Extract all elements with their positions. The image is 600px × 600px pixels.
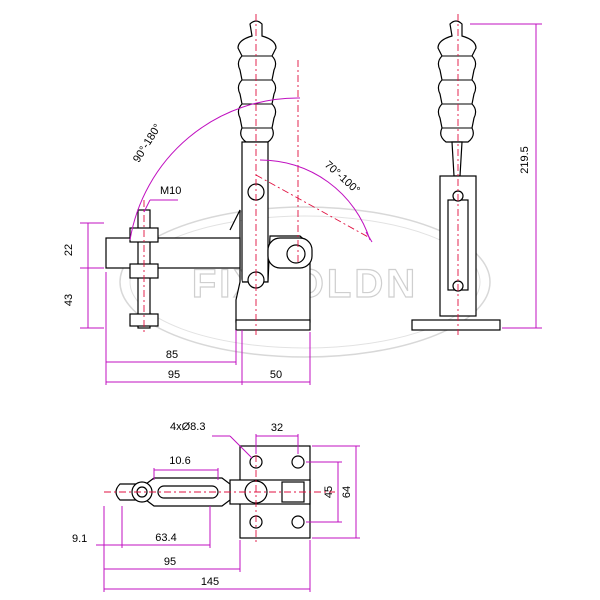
overall-length-label: 145 <box>201 576 219 588</box>
side-base-plate <box>235 319 311 331</box>
side-pivot-mid <box>286 244 306 264</box>
side-view <box>105 14 371 335</box>
end-base-plate <box>411 319 501 331</box>
side-handle-grip <box>237 20 277 143</box>
base-height-label: 43 <box>63 294 75 306</box>
mount-hole-2 <box>291 455 305 469</box>
bolt-size-label: M10 <box>160 185 181 197</box>
arm-length-label: 85 <box>166 349 178 361</box>
handle-swing-label: 90°-180° <box>131 122 164 165</box>
base-length-label: 50 <box>270 369 282 381</box>
side-spindle-bolt <box>129 209 159 329</box>
top-dimensions: 4xØ8.3 32 10.6 45 64 9.1 63.4 95 145 <box>72 421 360 592</box>
tip-offset-label: 9.1 <box>72 533 87 545</box>
hole-spacing-y-label: 45 <box>323 486 335 498</box>
holes-label: 4xØ8.3 <box>170 421 205 433</box>
end-dimensions: 219.5 <box>470 23 542 329</box>
arm-length-top-label: 95 <box>164 556 176 568</box>
end-handle-neck <box>451 141 463 177</box>
slot-length-label: 63.4 <box>155 532 176 544</box>
mount-hole-4 <box>291 515 305 529</box>
end-handle-grip <box>437 20 477 143</box>
total-length-label: 95 <box>168 369 180 381</box>
side-clamp-arm <box>105 237 241 269</box>
base-width-label: 64 <box>341 486 353 498</box>
end-view <box>411 14 501 335</box>
lever-swing-label: 70°-100° <box>322 159 362 197</box>
top-view <box>104 440 335 545</box>
side-centerline-lever <box>255 174 371 239</box>
total-height-label: 219.5 <box>519 146 531 174</box>
top-arm-slot <box>157 485 219 499</box>
hole-spacing-x-label: 32 <box>271 422 283 434</box>
slot-width-label: 10.6 <box>169 455 190 467</box>
clamp-height-label: 22 <box>63 244 75 256</box>
side-handle-shaft <box>241 141 269 283</box>
